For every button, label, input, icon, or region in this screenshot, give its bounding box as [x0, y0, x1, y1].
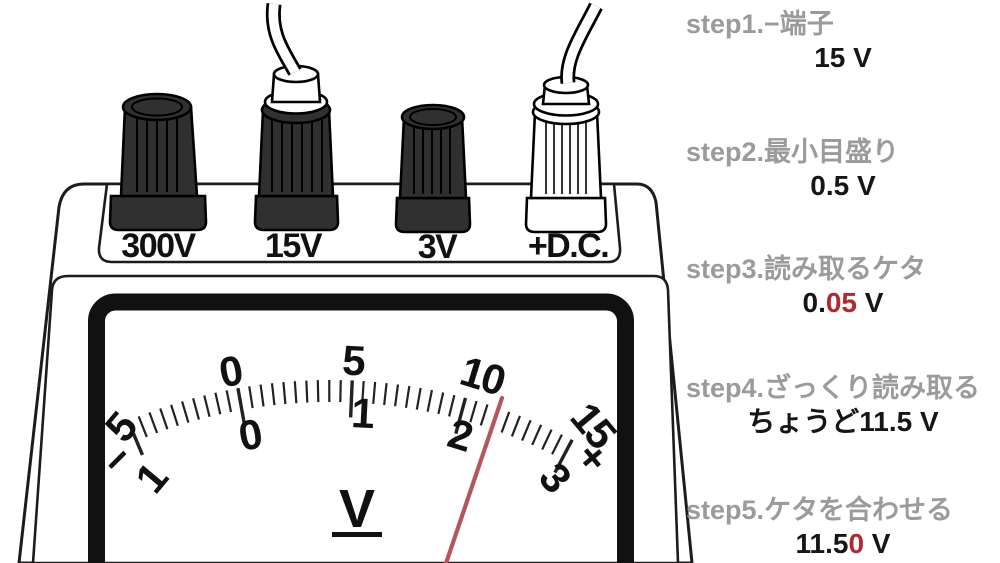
- step-value-text: V: [857, 287, 884, 318]
- tick-mark: [372, 381, 377, 404]
- unit-symbol: V: [339, 479, 375, 539]
- step-title: step1.−端子: [686, 9, 834, 39]
- tick-mark: [159, 408, 169, 430]
- needle: [443, 395, 505, 563]
- tick-mark: [469, 400, 478, 423]
- terminal-3v: [394, 103, 472, 234]
- step-value: 0.5 V: [686, 170, 1000, 202]
- step-value-text: ちょうど11.5 V: [747, 406, 939, 437]
- terminal-base: [524, 196, 608, 234]
- tick-mark: [348, 380, 354, 418]
- tick-mark: [426, 389, 434, 412]
- step-title: step5.ケタを合わせる: [686, 495, 954, 525]
- terminal-label-dc: +D.C.: [528, 227, 608, 265]
- terminal-knurling: [413, 124, 451, 194]
- terminal-cap-ring: [131, 97, 183, 117]
- step-title: step3.読み取るケタ: [686, 254, 927, 284]
- tick-mark: [270, 383, 276, 406]
- tick-mark: [479, 404, 489, 426]
- step-value: ちょうど11.5 V: [686, 406, 1000, 438]
- tick-mark: [316, 380, 320, 403]
- tick-mark: [521, 419, 532, 441]
- terminal-knurling: [545, 120, 587, 194]
- unit-underline: [332, 532, 382, 537]
- terminal-cap-ring: [409, 108, 457, 126]
- step-value-highlight: 05: [825, 287, 858, 318]
- step-value-text: 15 V: [814, 42, 872, 73]
- tick-mark: [305, 380, 309, 403]
- tick-mark: [214, 392, 222, 415]
- terminal-300v: [108, 92, 208, 232]
- tick-mark: [225, 390, 233, 413]
- step-value-text: 11.5: [795, 528, 849, 559]
- tick-mark: [148, 411, 159, 434]
- step-item: step4.ざっくり読み取るちょうど11.5 V: [686, 372, 1000, 438]
- step-value-text: 0.5 V: [810, 170, 876, 201]
- tick-mark: [448, 394, 456, 417]
- tick-mark: [282, 381, 287, 405]
- scale-label-upper: 5: [341, 336, 366, 384]
- terminal-dc: [524, 2, 608, 234]
- terminal-base: [108, 194, 208, 232]
- terminal-label-3v: 3V: [418, 228, 458, 266]
- dial-frame: [88, 293, 634, 563]
- step-value-highlight: 0: [848, 528, 865, 559]
- terminal-knurling: [271, 120, 323, 192]
- step-value-text: V: [864, 528, 891, 559]
- tick-mark: [551, 434, 563, 455]
- tick-mark: [248, 386, 254, 409]
- terminal-strip: [97, 182, 622, 264]
- tick-mark: [181, 401, 190, 423]
- tick-mark: [236, 387, 247, 425]
- tick-mark: [293, 381, 298, 404]
- tick-mark: [137, 416, 148, 438]
- tick-mark: [203, 395, 211, 418]
- scale-label-lower: 1: [350, 389, 375, 437]
- tick-mark: [259, 384, 265, 407]
- test-lead-cable-core: [562, 3, 601, 84]
- meter-front-face: [31, 274, 680, 563]
- tick-mark: [541, 429, 553, 450]
- tick-mark: [383, 382, 388, 406]
- tick-mark: [361, 381, 365, 404]
- tick-mark: [404, 385, 411, 408]
- tick-mark: [393, 384, 400, 407]
- terminal-knurling: [136, 114, 178, 192]
- tick-mark: [126, 420, 145, 456]
- step-value-text: 0.: [802, 287, 826, 318]
- tick-mark: [192, 398, 200, 420]
- step-value: 15 V: [686, 42, 1000, 74]
- step-value: 11.50 V: [686, 528, 1000, 560]
- terminal-15v: [253, 3, 340, 232]
- step-value: 0.05 V: [686, 287, 1000, 319]
- tick-mark: [531, 424, 543, 446]
- terminal-base: [253, 194, 340, 232]
- step-title: step2.最小目盛り: [686, 137, 900, 167]
- tick-mark: [454, 397, 468, 435]
- terminal-base: [394, 196, 472, 234]
- tick-mark: [415, 387, 422, 410]
- step-title: step4.ざっくり読み取る: [686, 373, 981, 403]
- tick-mark: [510, 415, 521, 437]
- terminal-label-15v: 15V: [265, 227, 323, 265]
- tick-mark: [553, 439, 574, 474]
- terminal-label-300v: 300V: [121, 227, 196, 265]
- test-lead-cable-core: [268, 3, 300, 75]
- tick-mark: [500, 411, 511, 433]
- tick-mark: [437, 392, 445, 415]
- tick-mark: [170, 404, 179, 427]
